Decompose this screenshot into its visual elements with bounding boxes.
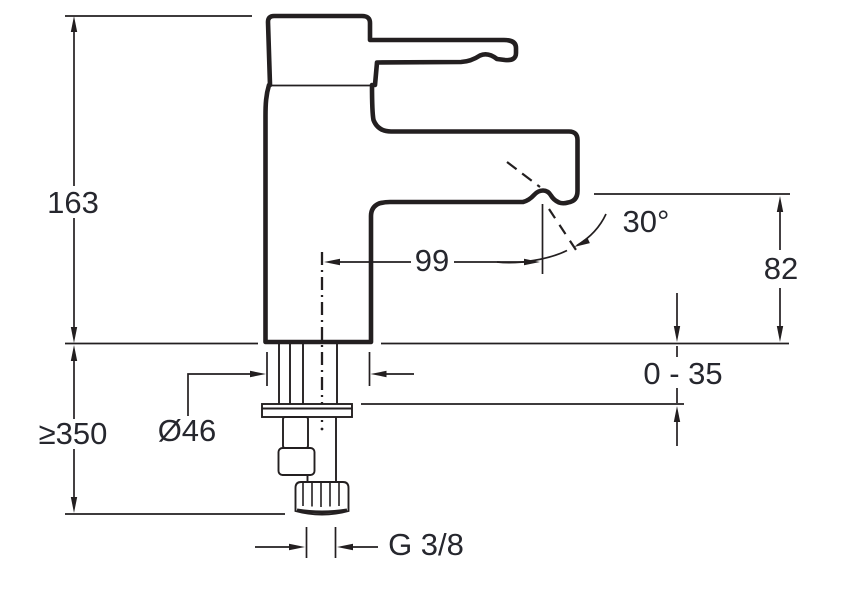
angle-arc-tail	[496, 249, 568, 264]
dim-base-diameter-label: Ø46	[158, 413, 217, 448]
dim-min-clearance-label: ≥350	[39, 416, 108, 451]
dim-thread-size-label: G 3/8	[388, 527, 464, 562]
faucet-body-outline	[263, 82, 580, 345]
angle-dashed-line-upper	[506, 161, 541, 188]
dim-thread-size: G 3/8	[255, 527, 464, 562]
dim-deck-thickness-label: 0 - 35	[643, 356, 722, 391]
center-axis-line	[320, 252, 324, 431]
dim-spout-angle-label: 30°	[623, 204, 670, 239]
dim-spout-reach: 99	[324, 204, 544, 278]
supply-pipe-lines	[278, 344, 338, 482]
dim-min-clearance: ≥350	[39, 345, 108, 513]
dim-deck-thickness: 0 - 35	[643, 293, 723, 446]
mounting-flange	[261, 403, 353, 418]
knurl-lines	[302, 483, 340, 507]
handle-lever-outline	[265, 13, 519, 88]
dim-total-height: 163	[47, 16, 99, 343]
hose-connector-nut	[294, 481, 350, 516]
dim-spout-reach-label: 99	[415, 243, 449, 278]
dim-outlet-height-label: 82	[764, 251, 798, 286]
angle-dashed-line-lower	[548, 208, 579, 254]
dim-total-height-label: 163	[47, 185, 99, 220]
faucet-outline	[263, 13, 580, 345]
mounting-nut-lower	[277, 447, 316, 476]
dim-outlet-height: 82	[764, 196, 798, 342]
dim-spout-angle: 30°	[496, 161, 670, 264]
dim-base-diameter: Ø46	[158, 352, 414, 448]
mounting-nut-upper	[282, 416, 309, 449]
reference-lines	[65, 15, 790, 515]
mounting-hardware	[261, 344, 353, 516]
